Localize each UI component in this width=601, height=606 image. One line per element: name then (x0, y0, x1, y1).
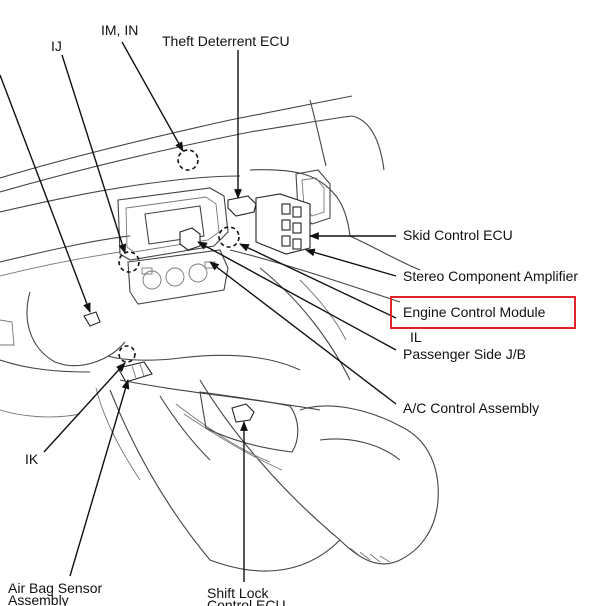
location-ik (118, 345, 136, 363)
engine-control-module-part (179, 227, 201, 251)
label-passenger-side-jb: Passenger Side J/B (403, 346, 526, 362)
label-im-in: IM, IN (101, 22, 138, 38)
location-il (218, 226, 240, 248)
location-im-in (177, 149, 199, 171)
labels: IM, IN IJ Theft Deterrent ECU Skid Contr… (8, 22, 578, 606)
label-skid-control-ecu: Skid Control ECU (403, 227, 513, 243)
label-air-bag-sensor-line2: Assembly (8, 592, 69, 606)
label-ij: IJ (51, 38, 62, 54)
engine-control-module-highlight (390, 296, 576, 329)
label-air-bag-sensor-line1: Air Bag Sensor (8, 580, 102, 596)
shift-lock-ecu-part (231, 403, 255, 423)
skid-control-ecu-part (255, 193, 311, 255)
components (83, 193, 311, 423)
label-ac-control-assembly: A/C Control Assembly (403, 400, 539, 416)
leader-lines (0, 41, 397, 582)
label-ik: IK (25, 451, 39, 467)
air-bag-sensor-part (117, 361, 153, 383)
label-il: IL (410, 329, 422, 345)
left-kick-panel-part (83, 311, 101, 327)
label-stereo-component-amplifier: Stereo Component Amplifier (403, 268, 578, 284)
dashboard-drawing (0, 95, 439, 572)
label-engine-control-module: Engine Control Module (403, 304, 546, 320)
connector-location-markers (118, 149, 240, 363)
location-ij (118, 251, 140, 273)
theft-deterrent-ecu-part (227, 195, 257, 217)
label-shift-lock-line1: Shift Lock (207, 585, 269, 601)
label-shift-lock-line2: Control ECU (207, 597, 286, 606)
label-theft-deterrent-ecu: Theft Deterrent ECU (162, 33, 290, 49)
